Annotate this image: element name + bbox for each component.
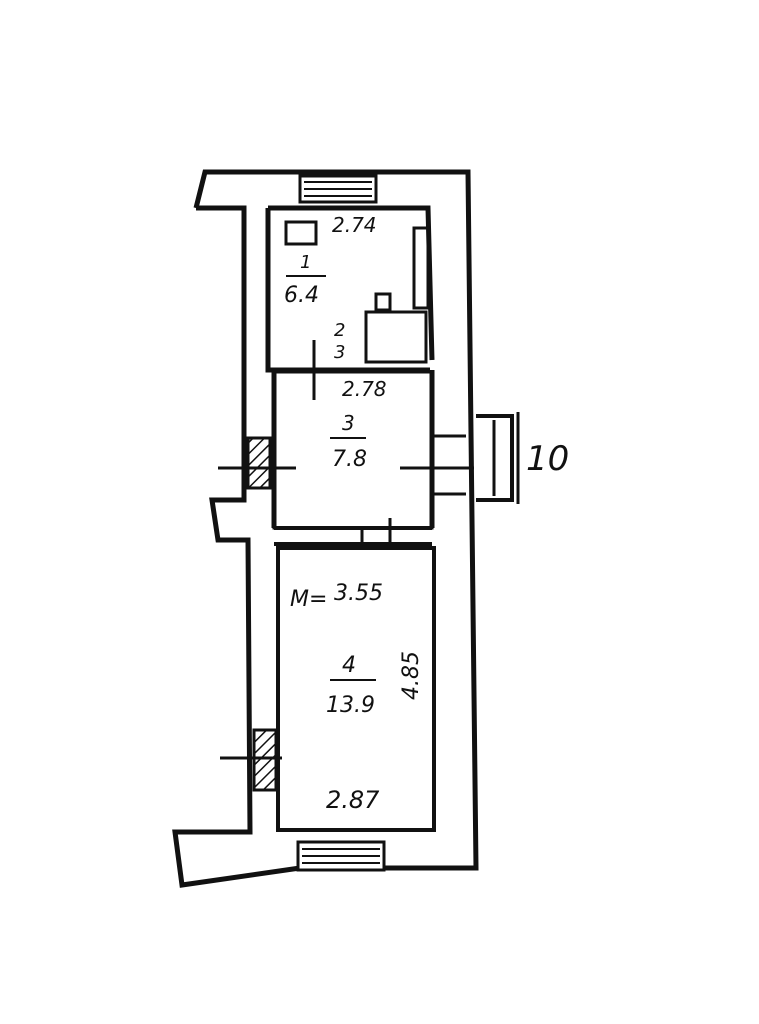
room-1	[272, 220, 430, 400]
room-3-number: 3	[342, 411, 355, 435]
hatched-pilaster-lower	[252, 728, 278, 792]
scale-prefix: M=	[290, 587, 327, 612]
room-4-bottom-width: 2.87	[326, 786, 380, 814]
room-2b-number: 3	[334, 342, 345, 363]
balcony	[476, 412, 520, 504]
room-1-number: 1	[300, 252, 311, 273]
window-bottom	[296, 840, 386, 872]
room-4-area: 13.9	[326, 693, 375, 718]
room-4-number: 4	[342, 653, 356, 678]
room-3-top-width: 2.78	[342, 377, 387, 401]
room-1-area: 6.4	[284, 283, 319, 308]
hatched-pilaster-upper	[246, 436, 272, 490]
room-1-top-width: 2.74	[332, 213, 377, 237]
room-2-number: 2	[334, 320, 345, 341]
balcony-label: 10	[526, 439, 569, 479]
room-4-height: 4.85	[399, 651, 424, 700]
room-3-area: 7.8	[332, 447, 367, 472]
room-4-top-width: 3.55	[334, 581, 383, 606]
window-top	[298, 174, 378, 204]
